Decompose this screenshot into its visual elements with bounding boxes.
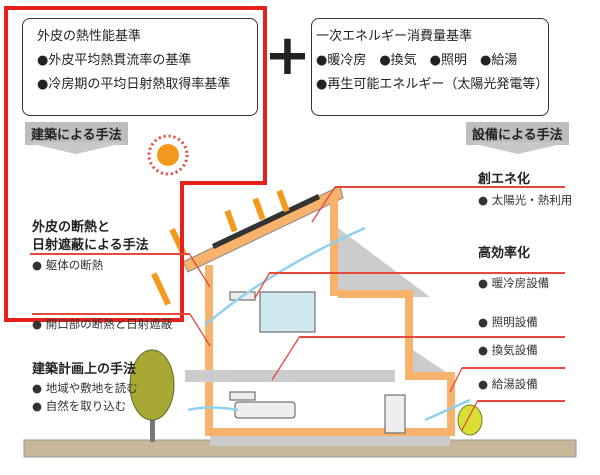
sofa xyxy=(234,401,296,419)
leader-line xyxy=(462,367,565,369)
right-roof xyxy=(338,228,430,297)
efficiency-title: 高効率化 xyxy=(478,246,531,261)
equipment-method-tag: 設備による手法 xyxy=(466,122,569,145)
leader-line xyxy=(478,400,565,402)
solar-panel xyxy=(212,194,320,249)
envelope-standard-title: 外皮の熱性能基準 xyxy=(37,29,142,44)
envelope-item: ●外皮平均熱貫流率の基準 xyxy=(37,53,192,68)
house-wall-right xyxy=(405,290,413,375)
solar-heat-label: ● 太陽光・熱利用 xyxy=(478,193,573,207)
window xyxy=(259,291,316,333)
floor-slab xyxy=(205,428,455,436)
primary-energy-title: 一次エネルギー消費量基準 xyxy=(316,29,473,44)
planning-item: ● 地域や敷地を読む xyxy=(32,381,138,395)
envelope-item: ●冷房期の平均日射熱取得率基準 xyxy=(37,77,231,92)
fridge xyxy=(384,394,406,434)
leader-line xyxy=(32,313,190,315)
planning-title: 建築計画上の手法 xyxy=(32,362,137,377)
envelope-standard-box: 外皮の熱性能基準 ●外皮平均熱貫流率の基準 ●冷房期の平均日射熱取得率基準 xyxy=(22,18,258,116)
primary-energy-standard-box: 一次エネルギー消費量基準 ●暖冷房 ●換気 ●照明 ●給湯 ●再生可能エネルギー… xyxy=(311,18,549,116)
leader-line xyxy=(300,336,565,338)
second-floor xyxy=(185,370,395,382)
down-arrow-icon xyxy=(24,142,128,154)
insulation-title-line1: 外皮の断熱と xyxy=(32,220,111,235)
highlight-outline xyxy=(4,6,267,322)
down-arrow-icon xyxy=(466,142,570,154)
sun-icon xyxy=(147,134,189,176)
insulation-title-line2: 日射遮蔽による手法 xyxy=(32,238,149,253)
opening-label: ● 開口部の断熱と日射遮蔽 xyxy=(32,317,173,331)
hot-water-label: ● 給湯設備 xyxy=(478,377,538,391)
primary-energy-item: ●再生可能エネルギー（太陽光発電等） xyxy=(316,77,549,92)
body-insulation-label: ● 躯体の断熱 xyxy=(32,258,104,272)
energy-creation-title: 創エネ化 xyxy=(478,172,531,187)
primary-energy-item: ●暖冷房 ●換気 ●照明 ●給湯 xyxy=(316,53,518,68)
architecture-method-tag: 建築による手法 xyxy=(25,122,128,145)
planning-item: ● 自然を取り込む xyxy=(32,399,127,413)
leader-line xyxy=(270,272,565,274)
plus-sign: + xyxy=(264,23,311,88)
house-wall-left xyxy=(205,265,213,433)
house-wall-center xyxy=(330,198,338,296)
hvac-label: ● 暖冷房設備 xyxy=(478,276,550,290)
lighting-label: ● 照明設備 xyxy=(478,315,538,329)
ventilation-label: ● 換気設備 xyxy=(478,343,538,357)
leader-line xyxy=(30,253,190,255)
leader-line xyxy=(335,186,565,188)
